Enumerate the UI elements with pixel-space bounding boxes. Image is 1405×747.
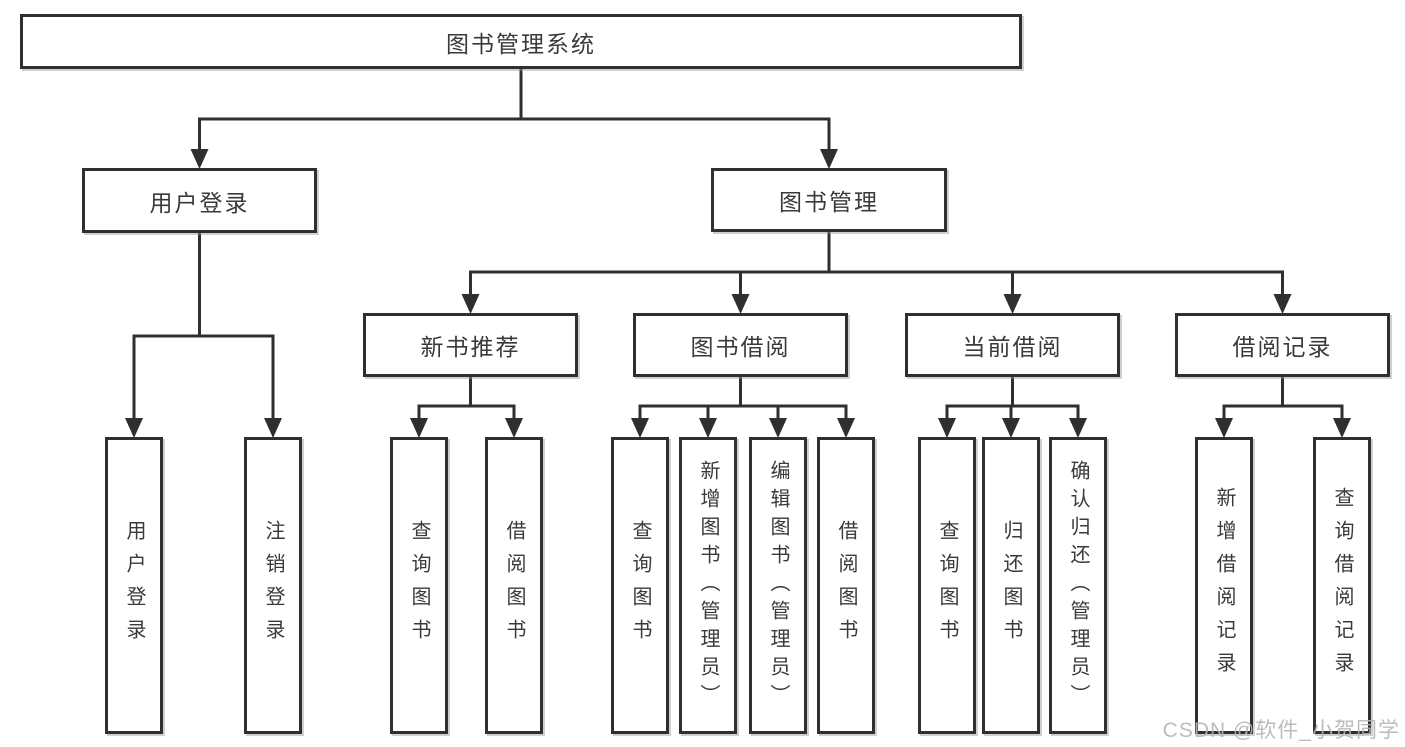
node-leaf-query-borrow-record: 查询借阅记录	[1313, 437, 1371, 734]
arrowhead-icon	[264, 418, 282, 438]
node-leaf-query-books-new: 查询图书	[390, 437, 448, 734]
node-label: 确认归还（管理员）	[1067, 459, 1089, 712]
node-book-mgmt: 图书管理	[711, 168, 947, 232]
node-label: 查询图书	[936, 519, 958, 652]
node-label: 新增借阅记录	[1213, 486, 1235, 685]
node-leaf-query-books-borrow: 查询图书	[611, 437, 669, 734]
node-borrow-record: 借阅记录	[1175, 313, 1390, 377]
watermark: CSDN @软件_小贺同学	[1162, 719, 1400, 742]
node-label: 图书管理系统	[446, 30, 596, 57]
node-leaf-add-book: 新增图书（管理员）	[679, 437, 737, 734]
node-label: 图书借阅	[690, 334, 791, 360]
node-leaf-confirm-return: 确认归还（管理员）	[1049, 437, 1107, 734]
arrowhead-icon	[1069, 418, 1087, 438]
arrowhead-icon	[699, 418, 717, 438]
node-leaf-borrow-books-new: 借阅图书	[485, 437, 543, 734]
arrowhead-icon	[1333, 418, 1351, 438]
node-new-book-rec: 新书推荐	[363, 313, 578, 377]
node-label: 当前借阅	[962, 334, 1063, 360]
node-leaf-borrow-books-borrow: 借阅图书	[817, 437, 875, 734]
node-label: 新书推荐	[420, 334, 521, 360]
node-label: 借阅记录	[1232, 334, 1333, 360]
arrowhead-icon	[769, 418, 787, 438]
arrowhead-icon	[1002, 418, 1020, 438]
arrowhead-icon	[1003, 294, 1022, 314]
arrowhead-icon	[820, 149, 838, 169]
arrowhead-icon	[505, 418, 523, 438]
node-user-login: 用户登录	[82, 168, 317, 233]
node-current-borrow: 当前借阅	[905, 313, 1120, 377]
node-leaf-add-borrow-record: 新增借阅记录	[1195, 437, 1253, 734]
node-label: 用户登录	[123, 519, 145, 652]
node-label: 归还图书	[1000, 519, 1022, 652]
arrowhead-icon	[1215, 418, 1233, 438]
node-label: 新增图书（管理员）	[697, 459, 719, 712]
node-label: 用户登录	[149, 189, 250, 216]
arrowhead-icon	[631, 418, 649, 438]
node-label: 查询图书	[408, 519, 430, 652]
node-label: 图书管理	[779, 189, 879, 215]
node-label: 查询图书	[629, 519, 651, 652]
node-label: 查询借阅记录	[1331, 486, 1353, 685]
node-root: 图书管理系统	[20, 14, 1022, 69]
node-leaf-query-books-current: 查询图书	[918, 437, 976, 734]
arrowhead-icon	[731, 294, 750, 314]
arrowhead-icon	[837, 418, 855, 438]
node-leaf-logout: 注销登录	[244, 437, 302, 734]
node-leaf-edit-book: 编辑图书（管理员）	[749, 437, 807, 734]
arrowhead-icon	[190, 149, 209, 169]
node-book-borrow: 图书借阅	[633, 313, 848, 377]
node-leaf-return-book: 归还图书	[982, 437, 1040, 734]
arrowhead-icon	[410, 418, 428, 438]
arrowhead-icon	[938, 418, 956, 438]
node-label: 借阅图书	[835, 519, 857, 652]
arrowhead-icon	[125, 418, 143, 438]
node-leaf-user-login: 用户登录	[105, 437, 163, 734]
node-label: 编辑图书（管理员）	[767, 459, 789, 712]
arrowhead-icon	[1273, 294, 1292, 314]
node-label: 注销登录	[262, 519, 284, 652]
node-label: 借阅图书	[503, 519, 525, 652]
arrowhead-icon	[461, 294, 480, 314]
